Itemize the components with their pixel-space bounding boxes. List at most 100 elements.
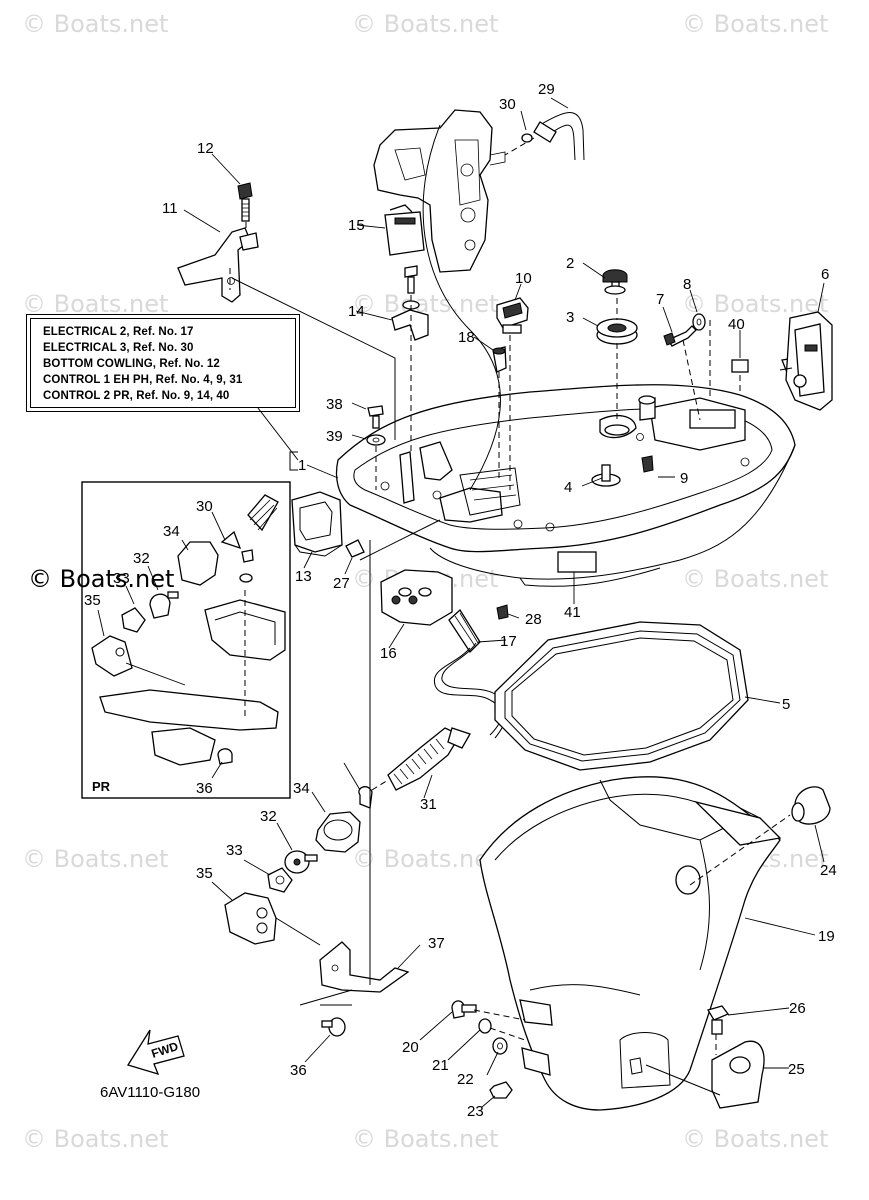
assembly-lines (229, 124, 791, 1096)
block-35 (224, 892, 321, 946)
callout-pr-30: 30 (196, 498, 213, 515)
reference-line: CONTROL 2 PR, Ref. No. 9, 14, 40 (43, 390, 230, 402)
screw-36 (321, 1017, 346, 1037)
callout-21: 21 (432, 1057, 449, 1074)
watermark: © Boats.net (682, 10, 829, 38)
callout-28: 28 (525, 611, 542, 628)
washer-22 (492, 1037, 508, 1055)
callout-25: 25 (788, 1061, 805, 1078)
callout-33: 33 (226, 842, 243, 859)
callout-11: 11 (162, 200, 178, 217)
callout-5: 5 (782, 696, 790, 713)
plug-28 (496, 604, 509, 620)
callout-10: 10 (515, 270, 532, 287)
callout-29: 29 (538, 81, 555, 98)
leader-lines (97, 97, 825, 1108)
grommet-13 (291, 491, 343, 557)
bracket-25 (711, 1040, 765, 1109)
handle-6 (779, 311, 833, 411)
callout-14: 14 (348, 303, 365, 320)
knob-34 (315, 811, 361, 853)
watermark: © Boats.net (682, 1125, 829, 1153)
screw-20 (451, 1000, 477, 1019)
watermark: © Boats.net (22, 10, 169, 38)
watermark: © Boats.net (352, 1125, 499, 1153)
watermark: © Boats.net (352, 10, 499, 38)
callout-15: 15 (348, 217, 365, 234)
fwd-arrow: FWD (126, 1029, 185, 1076)
callout-pr-33: 33 (113, 570, 130, 587)
callout-2: 2 (566, 255, 574, 272)
fuel-hose-29 (504, 112, 585, 161)
callout-16: 16 (380, 645, 397, 662)
callout-31: 31 (420, 796, 437, 813)
callout-27: 27 (333, 575, 350, 592)
clip-15 (384, 204, 425, 256)
callout-9: 9 (680, 470, 688, 487)
reference-box: ELECTRICAL 2, Ref. No. 17 ELECTRICAL 3, … (26, 314, 300, 412)
callout-30: 30 (499, 96, 516, 113)
plug-18 (492, 346, 507, 373)
reference-line: ELECTRICAL 3, Ref. No. 30 (43, 342, 194, 354)
pr-inset-label: PR (92, 779, 111, 794)
carburetor-housing (373, 109, 506, 273)
callout-37: 37 (428, 935, 445, 952)
callout-8: 8 (683, 276, 691, 293)
callout-7: 7 (656, 291, 664, 308)
bolt-38 (367, 405, 384, 429)
callout-39: 39 (326, 428, 343, 445)
reference-line: ELECTRICAL 2, Ref. No. 17 (43, 326, 194, 338)
washer-21 (478, 1018, 492, 1034)
callout-pr-32: 32 (133, 550, 150, 567)
seal-27 (345, 539, 365, 558)
watermark: © Boats.net (682, 290, 829, 318)
watermark: © Boats.net (22, 1125, 169, 1153)
callout-12: 12 (197, 140, 214, 157)
grommet-3 (596, 318, 638, 345)
bolt-9 (641, 455, 654, 473)
nut-23 (489, 1081, 513, 1099)
watermark: © Boats.net (682, 565, 829, 593)
callout-19: 19 (818, 928, 835, 945)
callout-labels: 1 2 3 4 5 6 7 8 9 10 11 12 13 14 15 16 1… (84, 81, 837, 1120)
screw-14-assembly (391, 265, 429, 341)
callout-pr-36: 36 (196, 780, 213, 797)
callout-20: 20 (402, 1039, 419, 1056)
washer-39 (366, 434, 386, 446)
seal-5 (494, 621, 749, 771)
label-40 (731, 359, 749, 373)
bracket-11 (177, 227, 259, 303)
callout-36: 36 (290, 1062, 307, 1079)
watermark: © Boats.net (352, 290, 499, 318)
callout-26: 26 (789, 1000, 806, 1017)
callout-23: 23 (467, 1103, 484, 1120)
callout-35: 35 (196, 865, 213, 882)
reference-line: BOTTOM COWLING, Ref. No. 12 (43, 358, 220, 370)
watermark: © Boats.net (22, 290, 169, 318)
ring-33 (267, 867, 293, 893)
pr-inset: PR (81, 481, 291, 799)
watermark: © Boats.net (352, 845, 499, 873)
callout-34: 34 (293, 780, 310, 797)
reference-line: CONTROL 1 EH PH, Ref. No. 4, 9, 31 (43, 374, 243, 386)
callout-pr-35: 35 (84, 592, 101, 609)
bolt-2 (602, 269, 628, 295)
screw-32 (284, 850, 318, 874)
callout-1: 1 (298, 457, 306, 474)
figure-code: 6AV1110-G180 (100, 1084, 200, 1101)
grommet-10 (496, 297, 529, 334)
watermark-overlay: © Boats.net (28, 565, 175, 593)
bolt-12 (237, 182, 253, 232)
watermark: © Boats.net (22, 845, 169, 873)
callout-41: 41 (564, 604, 581, 621)
callout-3: 3 (566, 309, 574, 326)
cable-31 (371, 727, 471, 791)
bolt-7 (663, 325, 697, 347)
callout-6: 6 (821, 266, 829, 283)
callout-4: 4 (564, 479, 572, 496)
callout-22: 22 (457, 1071, 474, 1088)
bottom-cowling (335, 354, 821, 587)
callout-32: 32 (260, 808, 277, 825)
